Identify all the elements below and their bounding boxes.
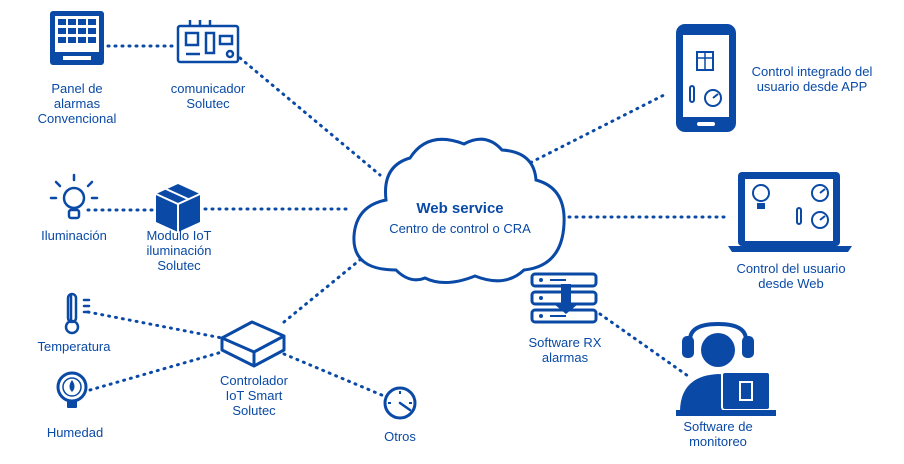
cloud-icon: [352, 137, 566, 284]
operator-headset-icon: [676, 321, 776, 416]
smartphone-icon: [676, 24, 736, 132]
label-software-monitoreo: Software de monitoreo: [683, 419, 753, 449]
link-rx-monitoreo: [598, 312, 690, 378]
label-humedad: Humedad: [46, 425, 104, 440]
link-cloud-app: [510, 92, 668, 174]
lightbulb-icon: [49, 173, 99, 220]
thermometer-icon: [64, 292, 91, 335]
label-iluminacion: Iluminación: [41, 228, 107, 243]
label-software-rx: Software RX alarmas: [528, 335, 602, 365]
laptop-icon: [728, 172, 852, 252]
link-controller-otros: [282, 352, 386, 398]
label-otros: Otros: [384, 429, 416, 444]
link-comunicador-cloud: [238, 56, 382, 177]
label-temperatura: Temperatura: [37, 339, 111, 354]
iot-controller-icon: [220, 320, 286, 368]
gauge-icon: [383, 386, 417, 420]
circuit-board-icon: [176, 20, 240, 64]
label-comunicador: comunicador Solutec: [170, 81, 246, 111]
humidity-gauge-icon: [56, 371, 88, 408]
link-temp-controller: [86, 310, 224, 340]
label-modulo-iot: Modulo IoT iluminación Solutec: [146, 228, 212, 273]
label-control-app: Control integrado del usuario desde APP: [751, 64, 873, 94]
link-hum-controller: [88, 350, 224, 392]
alarm-panel-icon: [50, 11, 104, 65]
box-module-icon: [155, 184, 201, 232]
link-controller-cloud: [282, 248, 374, 324]
center-title: Web service: [416, 200, 504, 217]
center-subtitle: Centro de control o CRA: [389, 221, 531, 236]
label-controlador: Controlador IoT Smart Solutec: [220, 373, 288, 418]
label-panel-alarmas: Panel de alarmas Convencional: [37, 81, 117, 126]
server-icon: [530, 272, 598, 324]
label-control-web: Control del usuario desde Web: [736, 261, 846, 291]
